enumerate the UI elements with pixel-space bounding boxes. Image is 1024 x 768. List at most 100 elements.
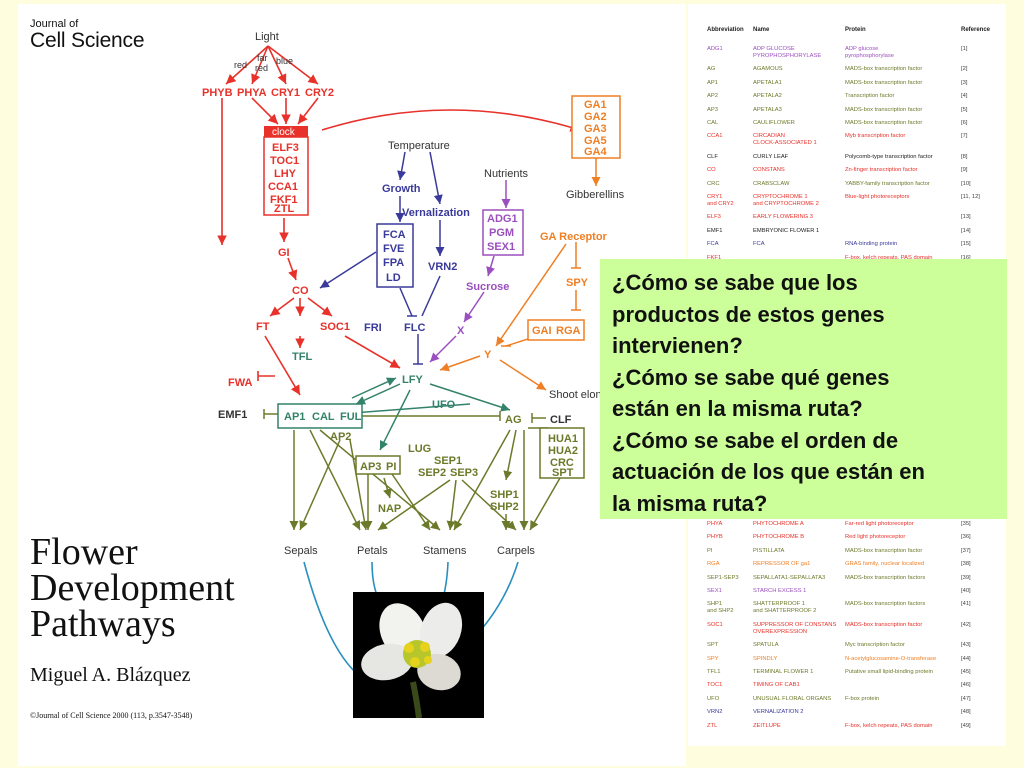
table-cell-abbreviation: AP1 <box>707 79 718 86</box>
journal-logo-line2: Cell Science <box>30 29 145 52</box>
table-cell-abbreviation: UFO <box>707 695 720 702</box>
table-cell-protein: Myc transcription factor <box>845 642 905 649</box>
table-cell-reference: [15] <box>961 241 971 248</box>
gene-sep3: SEP3 <box>450 467 478 479</box>
gene-spt: SPT <box>552 467 574 479</box>
table-cell-reference: [1] <box>961 46 968 52</box>
table-cell-name: EARLY FLOWERING 3 <box>753 214 814 221</box>
gene-fve: FVE <box>383 243 404 255</box>
table-header-abbreviation: Abbreviation <box>707 27 744 33</box>
table-cell-protein: MADS-box transcription factors <box>845 574 926 581</box>
callout-line: intervienen? <box>612 333 743 358</box>
table-header-reference: Reference <box>961 27 991 33</box>
callout-line: actuación de los que están en <box>612 459 925 484</box>
table-cell-name: ADP GLUCOSE PYROPHOSPHORYLASE <box>753 46 822 59</box>
callout-line: la misma ruta? <box>612 490 768 516</box>
y-label: Y <box>484 349 492 361</box>
organ-carpels: Carpels <box>497 545 535 557</box>
table-cell-reference: [2] <box>961 66 968 73</box>
table-cell-reference: [39] <box>961 574 971 581</box>
table-cell-protein: MADS-box transcription factor <box>845 621 923 628</box>
gene-phyb: PHYB <box>202 87 233 99</box>
nutrient-genes-box <box>482 209 524 256</box>
table-cell-abbreviation: PI <box>707 547 713 554</box>
table-cell-protein: Putative small lipid-binding protein <box>845 669 933 675</box>
table-cell-reference: [16] <box>961 254 971 261</box>
gene-pi: PI <box>386 461 396 473</box>
table-cell-protein: MADS-box transcription factor <box>845 79 923 86</box>
light-label: Light <box>255 31 279 43</box>
table-cell-protein: MADS-box transcription factor <box>845 547 923 554</box>
table-cell-protein: Blue-light photoreceptors <box>845 194 910 200</box>
table-cell-abbreviation: SHP1 and SHP2 <box>707 601 734 615</box>
table-cell-reference: [14] <box>961 227 971 234</box>
table-cell-protein: MADS-box transcription factor <box>845 106 923 113</box>
table-cell-name: SHATTERPROOF 1 and SHATTERPROOF 2 <box>753 601 817 615</box>
table-cell-reference: [37] <box>961 547 971 554</box>
table-cell-name: CRABSCLAW <box>753 180 790 187</box>
gene-spy: SPY <box>566 277 589 289</box>
gene-ga4: GA4 <box>584 146 608 158</box>
gene-ft: FT <box>256 321 270 333</box>
gene-ld: LD <box>386 272 401 284</box>
gene-toc1: TOC1 <box>270 155 299 167</box>
ga-genes-box <box>571 95 621 159</box>
table-cell-protein: Far-red light photoreceptor <box>845 521 914 527</box>
table-cell-abbreviation: RGA <box>707 561 720 568</box>
callout-line: ¿Cómo se sabe el orden de <box>612 427 899 453</box>
table-cell-abbreviation: VRN2 <box>707 709 723 716</box>
far-red-label: red <box>255 63 268 73</box>
table-cell-reference: [47] <box>961 695 971 702</box>
table-cell-protein: Myb transcription factor <box>845 133 906 140</box>
table-cell-abbreviation: SPY <box>707 655 719 662</box>
gene-co: CO <box>292 285 309 297</box>
gene-soc1: SOC1 <box>320 321 350 333</box>
table-cell-name: CURLY LEAF <box>753 153 789 160</box>
table-cell-name: SPATULA <box>753 642 779 649</box>
table-cell-reference: [6] <box>961 120 968 126</box>
table-cell-abbreviation: FKF1 <box>707 254 722 261</box>
table-cell-abbreviation: CCA1 <box>707 133 723 140</box>
table-cell-name: REPRESSOR OF ga1 <box>753 561 811 568</box>
gene-phya: PHYA <box>237 87 267 99</box>
table-cell-protein: RNA-binding protein <box>845 241 898 248</box>
table-cell-reference: [7] <box>961 133 968 140</box>
table-cell-reference: [5] <box>961 106 968 113</box>
table-cell-protein: MADS-box transcription factors <box>845 601 926 608</box>
table-cell-reference: [40] <box>961 588 971 594</box>
arabidopsis-flower-photo <box>353 592 484 719</box>
table-cell-abbreviation: AP3 <box>707 106 718 113</box>
gene-ztl: ZTL <box>274 203 294 215</box>
ap3-pi-box <box>355 455 401 475</box>
gene-emf1: EMF1 <box>218 409 247 421</box>
table-cell-abbreviation: CRY1 and CRY2 <box>707 194 734 207</box>
table-cell-protein: F-box protein <box>845 695 880 702</box>
gene-sep2: SEP2 <box>418 467 446 479</box>
table-cell-abbreviation: ZTL <box>707 722 718 729</box>
table-cell-reference: [13] <box>961 214 971 221</box>
table-cell-name: CIRCADIAN CLOCK-ASSOCIATED 1 <box>753 133 817 147</box>
gene-ga3: GA3 <box>584 123 607 135</box>
table-cell-name: TERMINAL FLOWER 1 <box>753 669 814 675</box>
table-cell-name: PISTILLATA <box>753 547 785 554</box>
table-cell-reference: [42] <box>961 621 971 628</box>
table-cell-abbreviation: ADG1 <box>707 46 723 52</box>
gene-adg1: ADG1 <box>487 213 518 225</box>
gene-ap3: AP3 <box>360 461 381 473</box>
gene-flc: FLC <box>404 322 425 334</box>
table-cell-name: ZEITLUPE <box>753 722 781 729</box>
gene-nap: NAP <box>378 503 401 515</box>
callout-line: están en la misma ruta? <box>612 396 863 421</box>
table-cell-name: TIMING OF CAB1 <box>753 682 800 689</box>
table-cell-name: CRYPTOCHROME 1 and CRYPTOCHROME 2 <box>753 194 819 207</box>
table-cell-reference: [48] <box>961 709 971 716</box>
table-cell-protein: Red light photoreceptor <box>845 534 906 541</box>
gene-hua1: HUA1 <box>548 433 578 445</box>
table-cell-abbreviation: AG <box>707 66 716 73</box>
table-cell-reference: [9] <box>961 167 968 174</box>
gene-ufo: UFO <box>432 399 456 411</box>
gene-fri: FRI <box>364 322 382 334</box>
clock-box <box>264 126 308 137</box>
gene-pgm: PGM <box>489 227 514 239</box>
